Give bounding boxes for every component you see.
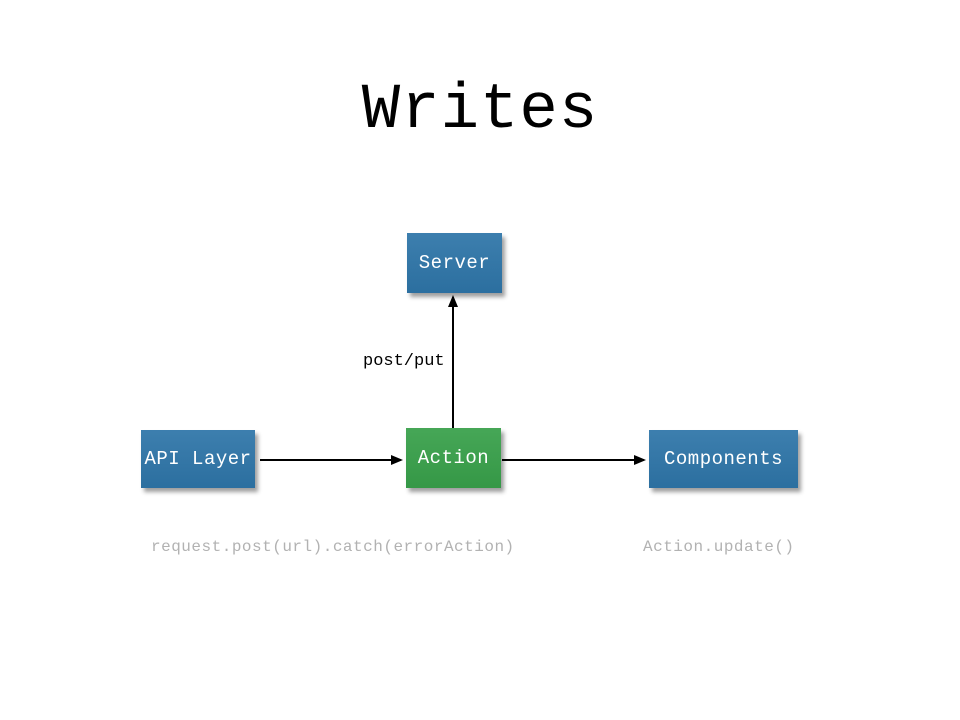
node-action: Action xyxy=(406,428,501,488)
node-components: Components xyxy=(649,430,798,488)
node-api-layer: API Layer xyxy=(141,430,255,488)
slide-title: Writes xyxy=(361,75,599,147)
node-server: Server xyxy=(407,233,502,293)
annotation-request-post: request.post(url).catch(errorAction) xyxy=(151,538,515,556)
edge-label-post-put: post/put xyxy=(363,352,445,371)
annotation-action-update: Action.update() xyxy=(643,538,795,556)
